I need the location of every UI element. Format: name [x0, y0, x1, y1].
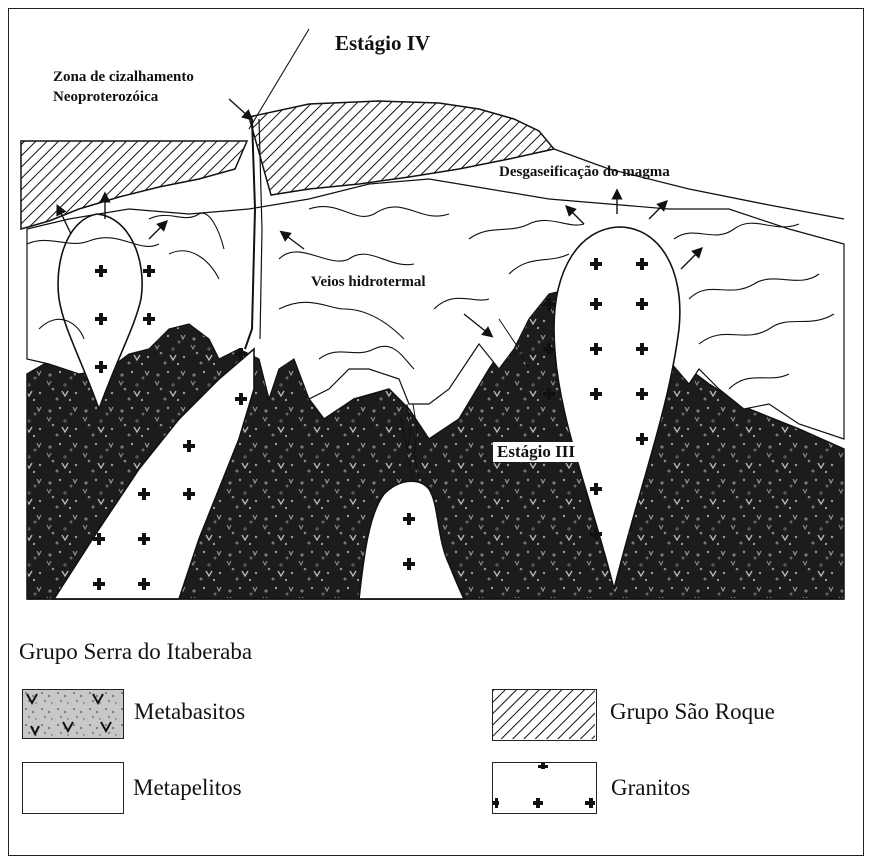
granite-pattern-icon [493, 763, 595, 812]
veins-label: Veios hidrotermal [311, 274, 426, 291]
shear-zone-label-line1: Zona de cizalhamento [53, 69, 194, 86]
geologic-cross-section [9, 9, 865, 857]
legend-swatch-granitos [492, 762, 597, 814]
legend-swatch-metapelitos [22, 762, 124, 814]
legend-label-metabasitos: Metabasitos [134, 699, 245, 725]
hatch-pattern-icon [493, 690, 595, 739]
degassing-label: Desgaseificação do magma [499, 164, 670, 181]
legend-swatch-metabasitos [22, 689, 124, 739]
legend-group-title: Grupo Serra do Itaberaba [19, 639, 252, 665]
legend-label-grupo-sao-roque: Grupo São Roque [610, 699, 775, 725]
stage-iv-label: Estágio IV [335, 31, 430, 56]
legend-label-granitos: Granitos [611, 775, 690, 801]
legend-label-metapelitos: Metapelitos [133, 775, 242, 801]
metabasite-pattern-icon [23, 690, 123, 738]
figure-frame: Estágio IV Zona de cizalhamento Neoprote… [8, 8, 864, 856]
stage-iii-label: Estágio III [493, 442, 579, 462]
shear-zone-label-line2: Neoproterozóica [53, 89, 158, 106]
legend-swatch-grupo-sao-roque [492, 689, 597, 741]
